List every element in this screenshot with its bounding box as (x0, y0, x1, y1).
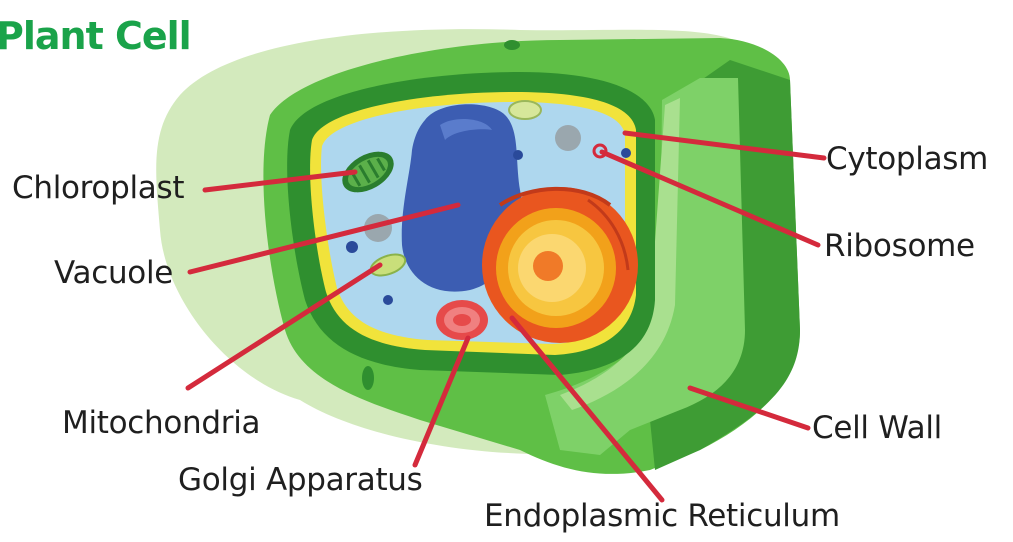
label-cytoplasm: Cytoplasm (826, 141, 988, 177)
diagram-title: Plant Cell (0, 14, 191, 58)
label-golgi-apparatus: Golgi Apparatus (178, 462, 423, 498)
label-endoplasmic-reticulum: Endoplasmic Reticulum (484, 498, 840, 534)
label-ribosome: Ribosome (824, 228, 975, 264)
nucleus-shape (482, 187, 638, 343)
label-vacuole: Vacuole (54, 255, 173, 291)
golgi-shape (436, 300, 488, 340)
label-cell-wall: Cell Wall (812, 410, 942, 446)
label-chloroplast: Chloroplast (12, 170, 184, 206)
label-mitochondria: Mitochondria (62, 405, 260, 441)
